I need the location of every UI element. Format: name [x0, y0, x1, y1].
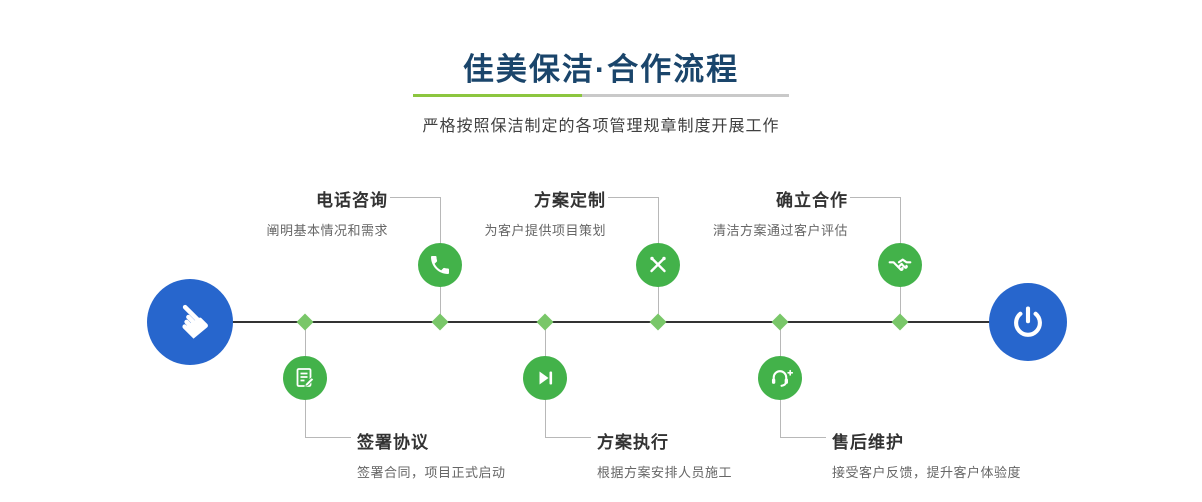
node-diamond [771, 313, 789, 331]
timeline [190, 321, 1030, 323]
step-desc: 为客户提供项目策划 [484, 223, 606, 238]
handshake-node [878, 243, 922, 287]
phone-icon [428, 253, 452, 277]
hand-icon: ☚ [158, 289, 223, 354]
design-node [636, 243, 680, 287]
page-title: 佳美保洁·合作流程 [462, 52, 740, 87]
connector-line [305, 437, 351, 438]
step-phone-consult: 电话咨询 阐明基本情况和需求 [266, 186, 388, 239]
flow-end-node [989, 283, 1067, 361]
step-sign-agreement: 签署协议 签署合同，项目正式启动 [357, 428, 506, 481]
step-desc: 签署合同，项目正式启动 [357, 465, 506, 480]
divider-gray-segment [582, 94, 789, 97]
step-title: 方案执行 [597, 433, 669, 452]
power-icon [1009, 303, 1047, 341]
node-diamond [536, 313, 554, 331]
execute-node [523, 356, 567, 400]
step-desc: 阐明基本情况和需求 [266, 223, 388, 238]
connector-line [780, 437, 826, 438]
flow-start-node: ☚ [147, 279, 233, 365]
step-title: 签署协议 [357, 433, 429, 452]
step-desc: 根据方案安排人员施工 [597, 465, 733, 480]
step-aftersale-maintain: 售后维护 接受客户反馈，提升客户体验度 [832, 428, 1021, 481]
step-desc: 清洁方案通过客户评估 [712, 223, 848, 238]
contract-node [283, 356, 327, 400]
node-diamond [891, 313, 909, 331]
node-diamond [649, 313, 667, 331]
aftersale-node [758, 356, 802, 400]
divider-green-segment [413, 94, 583, 97]
play-next-icon [533, 366, 557, 390]
step-plan-customize: 方案定制 为客户提供项目策划 [484, 186, 606, 239]
node-diamond [296, 313, 314, 331]
title-divider [413, 94, 789, 97]
step-title: 确立合作 [776, 191, 848, 210]
step-title: 方案定制 [534, 191, 606, 210]
design-pencils-icon [646, 253, 670, 277]
connector-line [390, 197, 440, 198]
handshake-icon [887, 252, 913, 278]
page-subtitle: 严格按照保洁制定的各项管理规章制度开展工作 [422, 118, 780, 135]
step-title: 电话咨询 [316, 191, 388, 210]
step-title: 售后维护 [832, 433, 904, 452]
connector-line [850, 197, 900, 198]
node-diamond [431, 313, 449, 331]
step-desc: 接受客户反馈，提升客户体验度 [832, 465, 1022, 480]
contract-icon [293, 366, 317, 390]
step-establish-cooperation: 确立合作 清洁方案通过客户评估 [713, 186, 848, 239]
connector-line [545, 437, 591, 438]
phone-node [418, 243, 462, 287]
connector-line [608, 197, 658, 198]
headset-icon [768, 366, 793, 391]
step-plan-execute: 方案执行 根据方案安排人员施工 [597, 428, 732, 481]
